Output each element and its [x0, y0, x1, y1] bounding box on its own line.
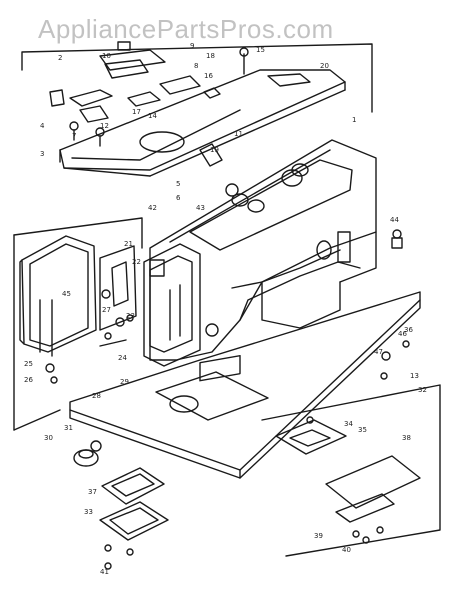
- top-callout-frame: [21, 43, 373, 113]
- callout-15: 15: [256, 46, 265, 54]
- callout-41: 41: [100, 568, 109, 576]
- callout-23: 23: [126, 312, 135, 320]
- callout-30: 30: [44, 434, 53, 442]
- callout-22: 22: [132, 258, 141, 266]
- callout-9: 9: [190, 42, 194, 50]
- callout-5: 5: [176, 180, 180, 188]
- bobbin-case-parts: [73, 440, 169, 570]
- callout-43: 43: [196, 204, 205, 212]
- callout-3: 3: [40, 150, 44, 158]
- face-plate-inner-parts: [45, 245, 137, 384]
- callout-12: 12: [100, 122, 109, 130]
- callout-42: 42: [148, 204, 157, 212]
- top-mechanism-parts: [49, 41, 249, 167]
- callout-44: 44: [390, 216, 399, 224]
- callout-6: 6: [176, 194, 181, 202]
- callout-14: 14: [148, 112, 157, 120]
- callout-36: 36: [404, 326, 413, 334]
- watermark-text: AppliancePartsPros.com: [38, 14, 334, 44]
- callout-33: 33: [84, 508, 93, 516]
- callout-29: 29: [120, 378, 129, 386]
- face-plate-cover: [19, 235, 97, 357]
- callout-20: 20: [320, 62, 329, 70]
- callout-11: 11: [234, 130, 243, 138]
- callout-27: 27: [102, 306, 111, 314]
- left-callout-frame: [13, 217, 143, 431]
- callout-13: 13: [410, 372, 419, 380]
- feed-plate-parts: [275, 229, 421, 544]
- top-cover-plate: [59, 69, 346, 177]
- callout-34: 34: [344, 420, 353, 428]
- callout-2: 2: [58, 54, 62, 62]
- callout-26: 26: [24, 376, 33, 384]
- callout-35: 35: [358, 426, 367, 434]
- callout-16: 16: [204, 72, 213, 80]
- callout-28: 28: [92, 392, 101, 400]
- machine-head: [143, 243, 201, 367]
- callout-31: 31: [64, 424, 73, 432]
- machine-arm-body: [149, 139, 377, 361]
- callout-10: 10: [102, 52, 111, 60]
- callout-8: 8: [194, 62, 198, 70]
- callout-17: 17: [132, 108, 141, 116]
- callout-4: 4: [40, 122, 45, 130]
- callout-21: 21: [124, 240, 133, 248]
- callout-37: 37: [88, 488, 97, 496]
- bed-plate: [69, 291, 421, 479]
- callout-40: 40: [342, 546, 351, 554]
- callout-32: 32: [418, 386, 427, 394]
- right-callout-frame: [261, 384, 441, 557]
- callout-25: 25: [24, 360, 33, 368]
- callout-1: 1: [352, 116, 356, 124]
- callout-47: 47: [374, 348, 383, 356]
- callout-39: 39: [314, 532, 323, 540]
- callout-38: 38: [402, 434, 411, 442]
- callout-18: 18: [206, 52, 215, 60]
- callout-45: 45: [62, 290, 71, 298]
- callout-7: 7: [72, 132, 76, 140]
- callout-46: 46: [398, 330, 407, 338]
- callout-19: 19: [210, 146, 219, 154]
- callout-24: 24: [118, 354, 127, 362]
